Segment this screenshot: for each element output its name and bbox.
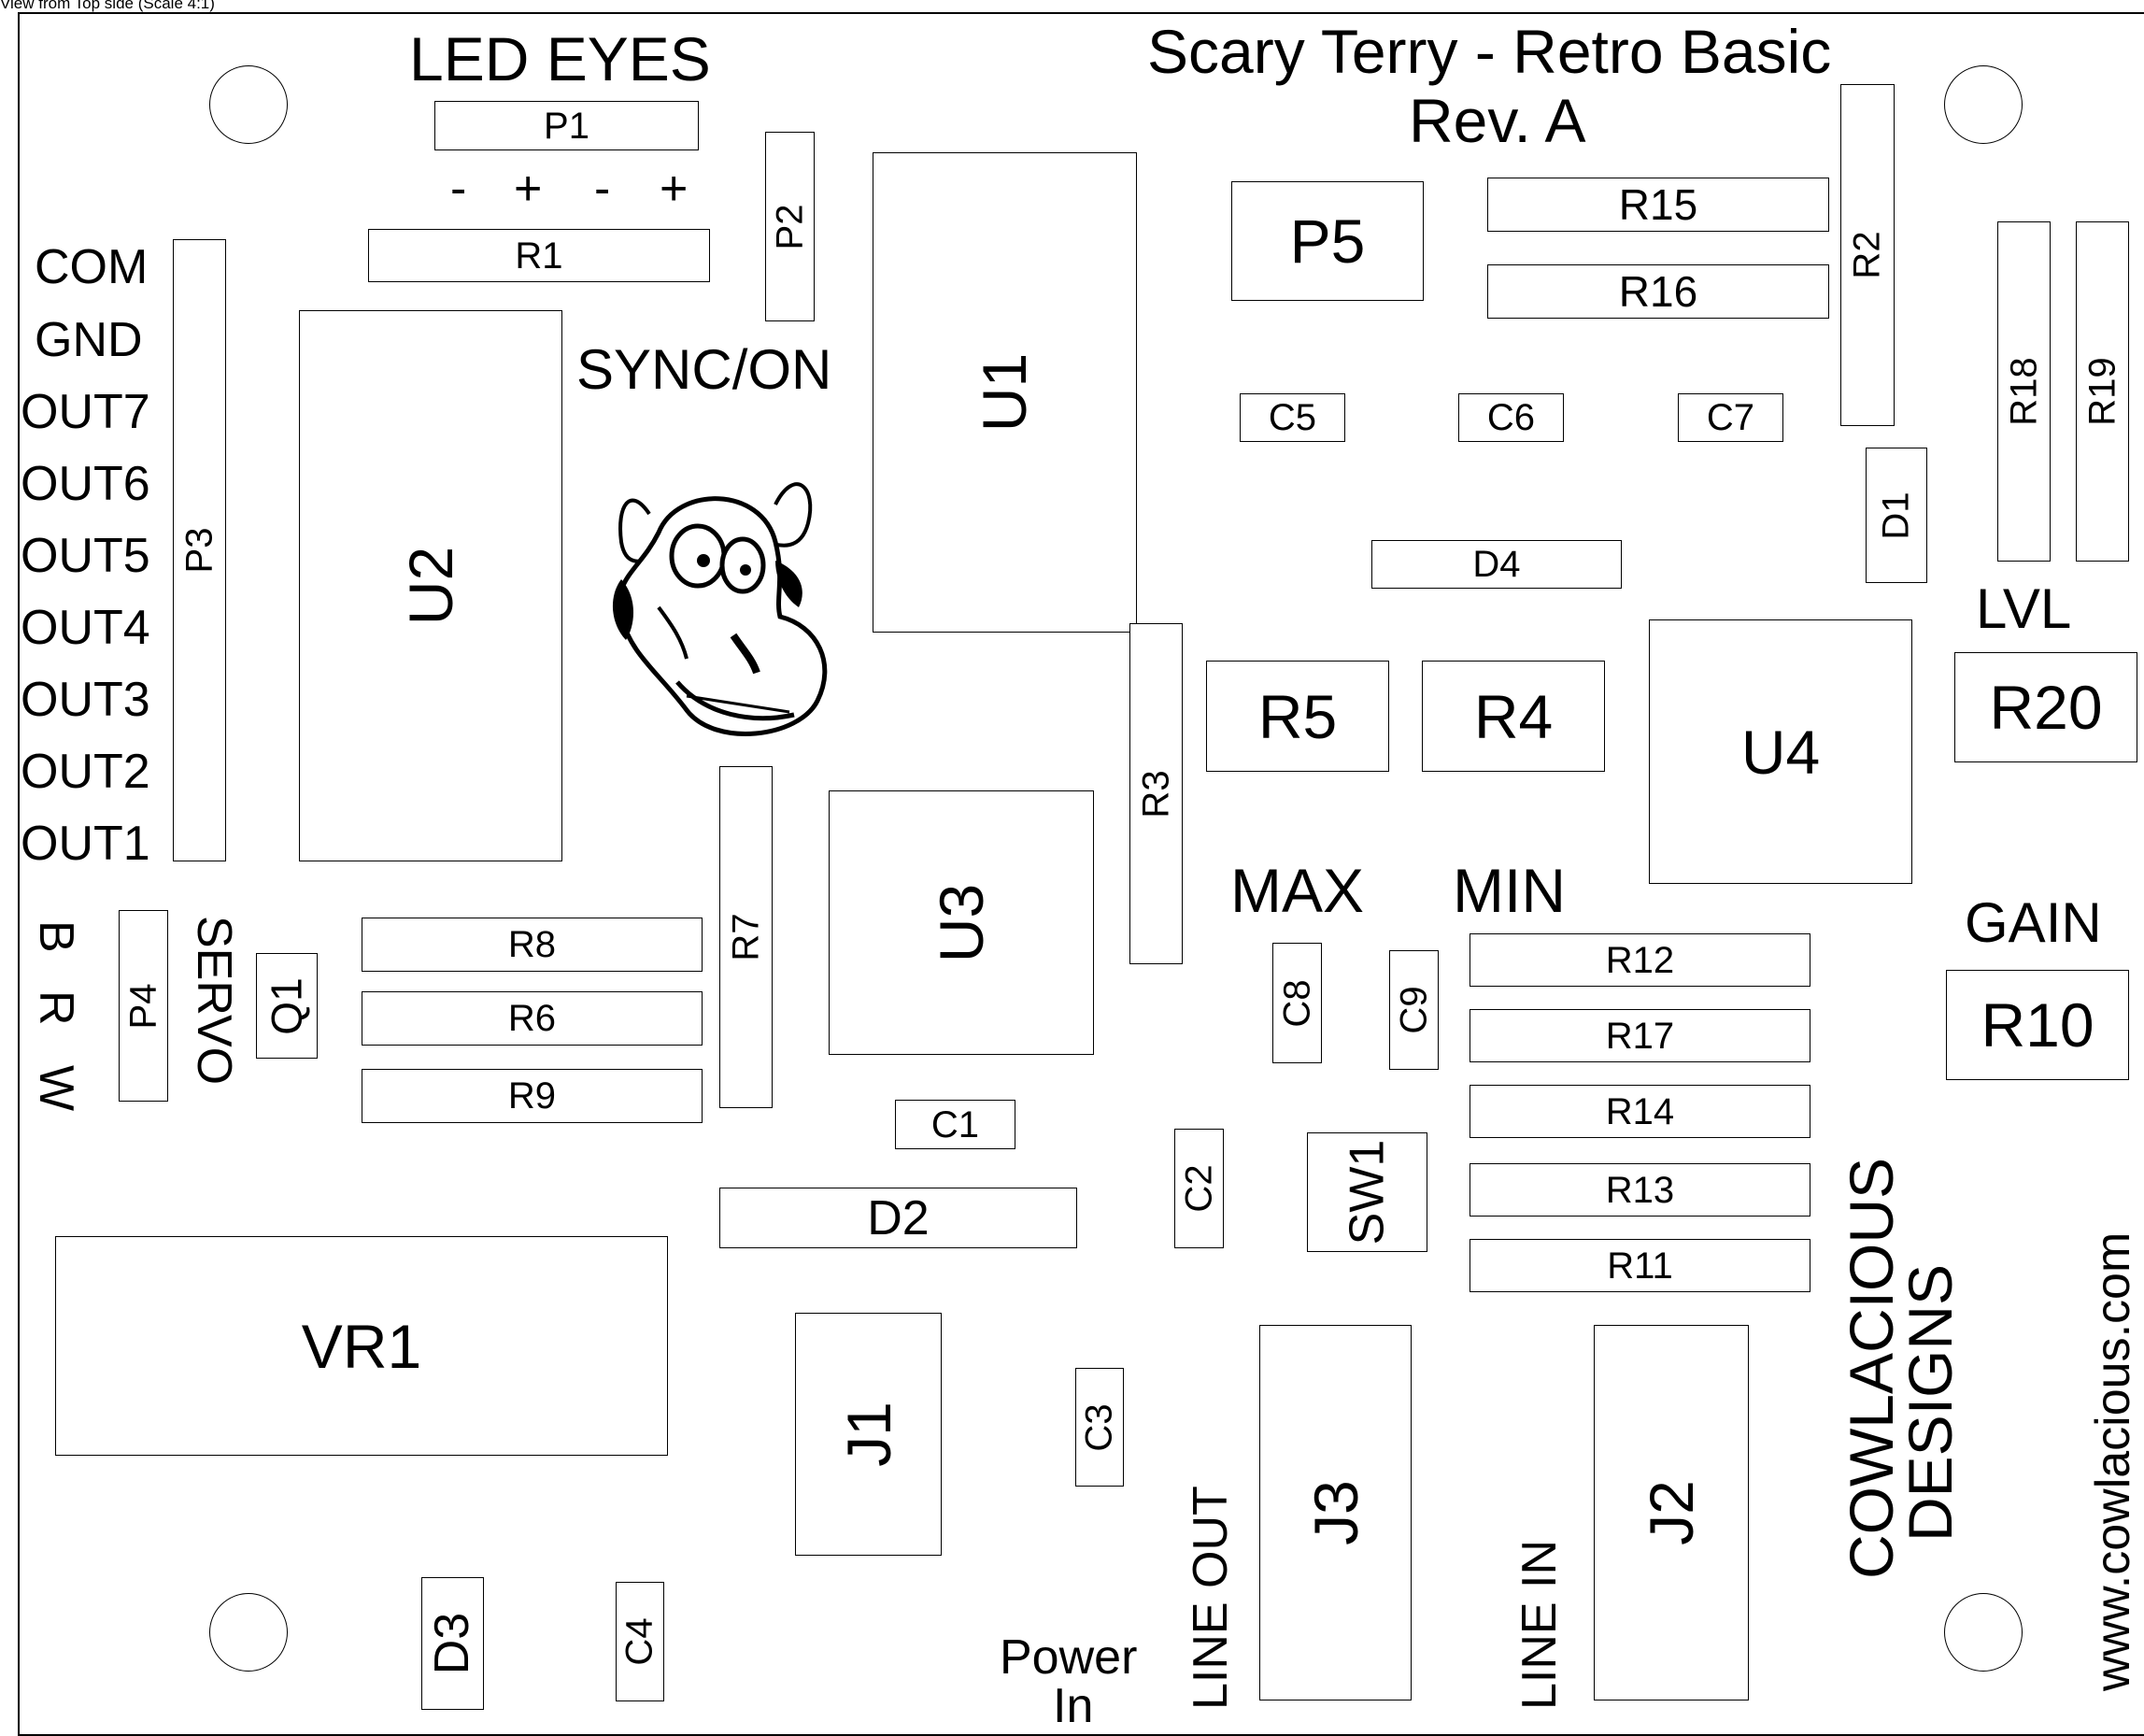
component-c5: C5: [1240, 393, 1345, 442]
servo-pin-w: W: [29, 1065, 83, 1112]
servo-label: SERVO: [187, 916, 241, 1086]
website-label: www.cowlacious.com: [2086, 1231, 2140, 1691]
pin-label-com: COM: [35, 240, 149, 294]
servo-pin-b: B: [29, 920, 83, 953]
component-c7: C7: [1678, 393, 1783, 442]
component-r16: R16: [1487, 264, 1829, 319]
component-r17: R17: [1470, 1009, 1810, 1062]
pin-label-out1: OUT1: [21, 817, 150, 871]
component-r2: R2: [1840, 84, 1895, 426]
component-r5: R5: [1206, 661, 1389, 772]
component-d3: D3: [421, 1577, 484, 1710]
sync-on-label: SYNC/ON: [576, 338, 832, 401]
led-pin-3: -: [594, 162, 611, 216]
component-vr1: VR1: [55, 1236, 668, 1456]
pin-label-out4: OUT4: [21, 601, 150, 655]
power-in-label-1: Power: [1000, 1630, 1138, 1685]
title-line-2: Rev. A: [1409, 86, 1586, 155]
brand-line-1: COWLACIOUS: [1837, 1157, 1906, 1579]
cow-logo: [612, 482, 828, 736]
servo-pin-r: R: [29, 990, 83, 1026]
mounting-hole: [1944, 65, 2023, 144]
component-c1: C1: [895, 1100, 1015, 1149]
component-r7: R7: [719, 766, 773, 1108]
pin-label-out6: OUT6: [21, 457, 150, 511]
component-u4: U4: [1649, 619, 1912, 884]
lvl-label: LVL: [1976, 577, 2072, 640]
mounting-hole: [1944, 1593, 2023, 1672]
component-c6: C6: [1458, 393, 1564, 442]
component-c9: C9: [1389, 950, 1439, 1070]
component-r15: R15: [1487, 178, 1829, 232]
mounting-hole: [209, 1593, 288, 1672]
brand-line-2: DESIGNS: [1896, 1263, 1965, 1542]
component-r8: R8: [362, 918, 703, 972]
component-p3: P3: [173, 239, 226, 861]
component-d1: D1: [1866, 448, 1927, 583]
component-j2: J2: [1594, 1325, 1749, 1700]
led-pin-1: -: [450, 162, 467, 216]
pin-label-out3: OUT3: [21, 673, 150, 727]
title-line-1: Scary Terry - Retro Basic: [1147, 17, 1832, 86]
component-r11: R11: [1470, 1239, 1810, 1292]
led-eyes-label: LED EYES: [409, 24, 711, 93]
component-u3: U3: [829, 790, 1094, 1055]
component-r18: R18: [1997, 221, 2051, 562]
component-j1: J1: [795, 1313, 942, 1556]
component-r10: R10: [1946, 970, 2129, 1080]
gain-label: GAIN: [1965, 891, 2102, 954]
component-c2: C2: [1174, 1129, 1224, 1248]
component-d2: D2: [719, 1188, 1077, 1248]
component-p2: P2: [765, 132, 815, 321]
pin-label-gnd: GND: [35, 313, 143, 367]
pin-label-out2: OUT2: [21, 745, 150, 799]
component-c3: C3: [1075, 1368, 1124, 1487]
header-note: View from Top side (Scale 4:1): [0, 0, 215, 12]
component-r3: R3: [1129, 623, 1183, 964]
line-out-label: LINE OUT: [1184, 1486, 1238, 1710]
led-pin-4: +: [660, 162, 689, 216]
component-u2: U2: [299, 310, 562, 861]
component-r19: R19: [2076, 221, 2129, 562]
pin-label-out7: OUT7: [21, 385, 150, 439]
component-c8: C8: [1272, 943, 1322, 1063]
component-q1: Q1: [256, 953, 318, 1059]
line-in-label: LINE IN: [1512, 1539, 1567, 1710]
power-in-label-2: In: [1053, 1679, 1094, 1733]
pin-label-out5: OUT5: [21, 529, 150, 583]
component-p5: P5: [1231, 181, 1424, 301]
max-label: MAX: [1230, 856, 1365, 925]
component-r9: R9: [362, 1069, 703, 1123]
component-u1: U1: [873, 152, 1137, 633]
min-label: MIN: [1453, 856, 1566, 925]
component-r13: R13: [1470, 1163, 1810, 1217]
component-p4: P4: [119, 910, 168, 1102]
component-r12: R12: [1470, 933, 1810, 987]
component-j3: J3: [1259, 1325, 1412, 1700]
component-r20: R20: [1954, 652, 2137, 762]
component-c4: C4: [616, 1582, 664, 1701]
component-r1: R1: [368, 229, 710, 282]
led-pin-2: +: [514, 162, 543, 216]
component-d4: D4: [1371, 540, 1622, 589]
component-sw1: SW1: [1307, 1132, 1427, 1252]
component-r14: R14: [1470, 1085, 1810, 1138]
component-p1: P1: [434, 101, 699, 150]
component-r6: R6: [362, 991, 703, 1046]
component-r4: R4: [1422, 661, 1605, 772]
mounting-hole: [209, 65, 288, 144]
